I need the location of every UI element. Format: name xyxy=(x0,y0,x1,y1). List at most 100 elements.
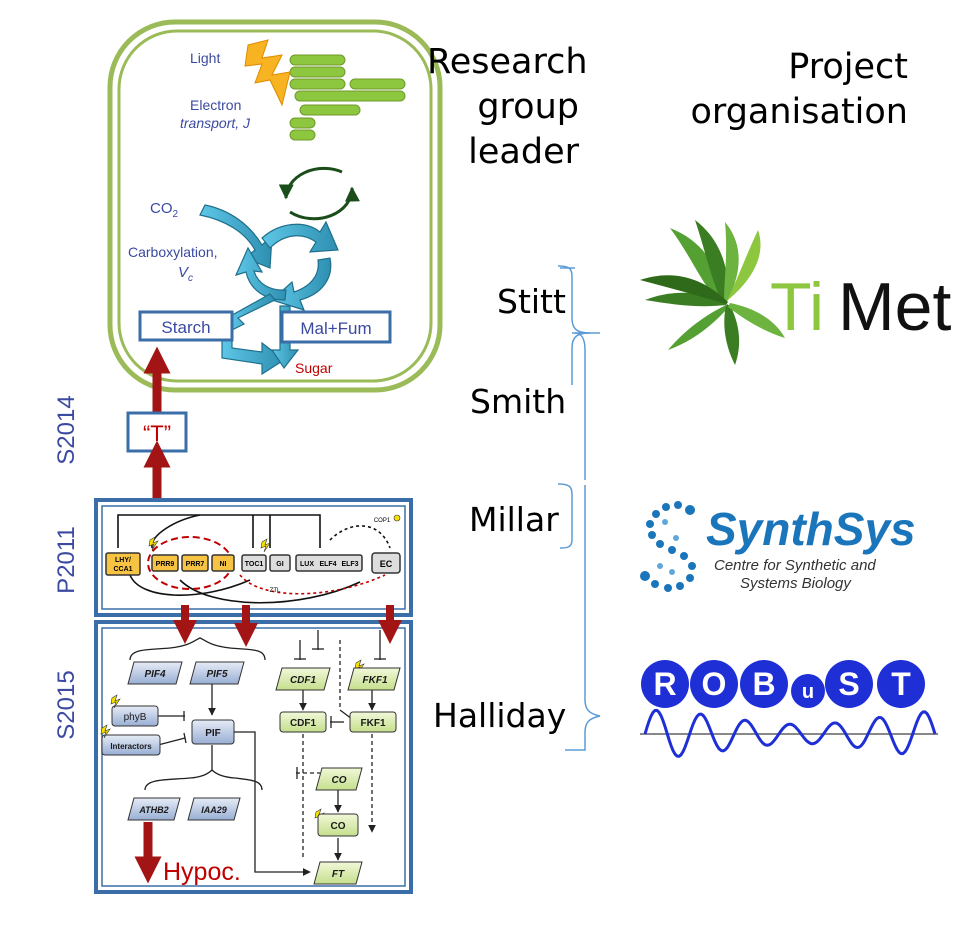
svg-text:PIF4: PIF4 xyxy=(144,669,166,680)
robust-circle-u xyxy=(791,674,825,708)
svg-text:ELF4: ELF4 xyxy=(319,561,336,568)
fkf1-protein-node xyxy=(347,667,401,691)
timet-met-text: Met xyxy=(838,269,951,345)
iaa29-node xyxy=(187,797,241,821)
svg-text:Interactors: Interactors xyxy=(110,742,152,751)
svg-text:CDF1: CDF1 xyxy=(290,675,317,686)
svg-text:FKF1: FKF1 xyxy=(361,718,386,729)
leader-stitt: Stitt xyxy=(497,282,566,321)
lightning-bolt-icon xyxy=(244,39,291,107)
synthsys-dna-icon xyxy=(640,501,696,592)
synthsys-subtitle-2: Systems Biology xyxy=(740,575,852,592)
carbon-model: Light Electron transport, J CO2 Carboxyl… xyxy=(107,19,443,393)
pif4-node xyxy=(127,661,183,685)
synthsys-bracket xyxy=(557,483,573,549)
svg-text:TOC1: TOC1 xyxy=(245,561,264,568)
svg-text:GI: GI xyxy=(276,561,283,568)
cdf1-node xyxy=(279,711,327,733)
atp-cycle-icon xyxy=(278,166,360,221)
athb2-node xyxy=(127,797,181,821)
timet-ti-text: Ti xyxy=(770,269,824,345)
robust-letter-b: B xyxy=(752,666,775,702)
svg-text:FKF1: FKF1 xyxy=(363,675,388,686)
thylakoid-stack-icon xyxy=(289,54,406,141)
lhy-cca1-node xyxy=(105,552,141,576)
robust-circle-s xyxy=(825,660,873,708)
clock-output-arrows xyxy=(173,605,402,647)
robust-circle-t xyxy=(877,660,925,708)
malfum-label: Mal+Fum xyxy=(300,319,371,338)
hypoc-label: Hypoc. xyxy=(163,858,241,886)
t-label: “T” xyxy=(143,421,171,446)
p2011-label: P2011 xyxy=(53,526,80,594)
svg-text:EC: EC xyxy=(380,559,393,569)
phyb-node xyxy=(111,705,159,727)
toc1-node xyxy=(241,554,267,572)
svg-text:ELF3: ELF3 xyxy=(341,561,358,568)
svg-text:CCA1: CCA1 xyxy=(113,566,132,573)
svg-text:ZTL: ZTL xyxy=(270,588,281,594)
co-node xyxy=(317,813,359,837)
ni-node xyxy=(211,554,235,572)
interactors-node xyxy=(101,734,161,756)
robust-letter-o: O xyxy=(702,666,727,702)
starch-box xyxy=(138,310,234,342)
robust-letter-u: u xyxy=(802,681,814,703)
svg-text:CO: CO xyxy=(332,775,347,786)
robust-wave-icon xyxy=(643,708,937,758)
svg-text:PIF5: PIF5 xyxy=(206,669,228,680)
svg-text:FT: FT xyxy=(332,869,345,880)
pif5-node xyxy=(189,661,245,685)
synthsys-subtitle-1: Centre for Synthetic and xyxy=(714,557,876,574)
timet-logo: Ti Met xyxy=(640,220,951,365)
synthsys-logo: SynthSys Centre for Synthetic and System… xyxy=(640,501,916,592)
svg-text:phyB: phyB xyxy=(124,712,147,723)
robust-circle-b xyxy=(740,660,788,708)
project-organisation-header: Project organisation xyxy=(690,47,909,132)
leader-brackets xyxy=(557,265,601,751)
svg-text:CO: CO xyxy=(331,821,346,832)
svg-text:LUX: LUX xyxy=(300,561,314,568)
clock-model: LHY/ CCA1 PRR9 PRR7 NI TOC1 GI LUX ELF4 … xyxy=(94,498,413,617)
ec-node xyxy=(371,552,401,574)
clock-components: LHY/ CCA1 PRR9 PRR7 NI TOC1 GI LUX ELF4 … xyxy=(105,518,401,594)
electron-transport-j-label: transport, J xyxy=(180,115,251,131)
robust-circle-r xyxy=(641,660,689,708)
output-model: PIF4 PIF5 ATHB2 IAA29 phyB Interactors P… xyxy=(94,605,413,894)
leader-millar: Millar xyxy=(469,500,559,539)
svg-text:ATHB2: ATHB2 xyxy=(138,805,168,815)
svg-text:CDF1: CDF1 xyxy=(290,718,317,729)
s2014-label: S2014 xyxy=(53,395,80,465)
electron-transport-label: Electron xyxy=(190,97,241,113)
s2015-label: S2015 xyxy=(53,670,80,740)
robust-letter-t: T xyxy=(891,666,911,702)
svg-text:COP1: COP1 xyxy=(374,518,391,524)
svg-text:PIF: PIF xyxy=(205,728,221,739)
lux-elf-node xyxy=(295,554,363,572)
leader-halliday: Halliday xyxy=(433,696,567,735)
pif-node xyxy=(191,719,235,745)
research-group-leader-header: Research group leader xyxy=(427,42,588,172)
timet-leaf-icon xyxy=(640,220,785,365)
model-links: “T” xyxy=(126,346,188,510)
co-protein-node xyxy=(315,767,363,791)
calvin-cycle-icon xyxy=(199,204,339,311)
leader-smith: Smith xyxy=(470,382,567,421)
svg-text:NI: NI xyxy=(220,561,227,568)
synthsys-text: SynthSys xyxy=(706,503,916,555)
robust-bracket xyxy=(565,485,601,751)
fkf1-node xyxy=(349,711,397,733)
cdf1-protein-node xyxy=(275,667,331,691)
svg-text:PRR9: PRR9 xyxy=(156,561,175,568)
light-label: Light xyxy=(190,50,220,66)
co2-label: CO2 xyxy=(150,200,179,220)
gi-node xyxy=(269,554,291,572)
robust-letter-s: S xyxy=(838,666,859,702)
prr9-node xyxy=(151,554,179,572)
robust-circle-o xyxy=(690,660,738,708)
carboxylation-label: Carboxylation, xyxy=(128,244,218,260)
svg-text:PRR7: PRR7 xyxy=(186,561,205,568)
sugar-label: Sugar xyxy=(295,360,333,376)
